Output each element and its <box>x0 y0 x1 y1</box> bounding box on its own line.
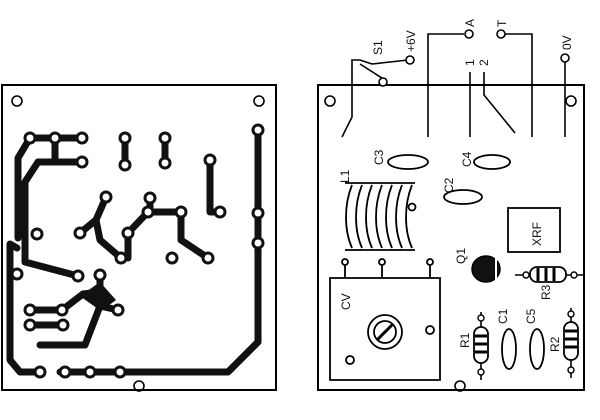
c1-label: C1 <box>496 308 510 324</box>
r1-label: R1 <box>458 332 472 348</box>
capacitor-c2 <box>443 189 483 205</box>
s1-label: S1 <box>371 40 385 55</box>
zero-v-label: 0V <box>560 35 574 50</box>
copper-pads <box>10 123 265 379</box>
inductor-l1 <box>345 182 417 251</box>
resistor-r1 <box>473 312 489 380</box>
coil-tap-2-label: 2 <box>477 59 491 66</box>
l1-label: L1 <box>338 169 352 183</box>
component-board-outline <box>317 84 585 391</box>
xrf-label: XRF <box>530 222 544 246</box>
terminal-a-label: A <box>463 19 477 27</box>
variable-capacitor-cv <box>329 258 441 381</box>
c5-label: C5 <box>524 308 538 324</box>
copper-pad-area <box>83 282 116 312</box>
c4-label: C4 <box>460 151 474 167</box>
terminal-t-label: T <box>495 19 509 27</box>
resistor-r2 <box>563 308 579 378</box>
capacitor-c1 <box>501 328 517 370</box>
c2-label: C2 <box>442 177 456 193</box>
terminal-points <box>378 29 570 87</box>
copper-mounting-holes <box>11 95 265 392</box>
component-side-board: S1 +6V A T 0V 1 2 C3 C4 C2 L1 <box>317 19 585 392</box>
cv-label: CV <box>339 293 353 310</box>
transistor-q1 <box>471 255 501 283</box>
q1-label: Q1 <box>454 248 468 264</box>
capacitor-c5 <box>529 328 545 370</box>
copper-side-board <box>1 84 277 392</box>
copper-board-outline <box>1 84 277 391</box>
crystal-xrf <box>507 207 561 253</box>
r2-label: R2 <box>548 336 562 352</box>
c3-label: C3 <box>372 149 386 165</box>
capacitor-c3 <box>387 154 429 170</box>
r3-label: R3 <box>539 284 553 300</box>
component-mounting-holes <box>324 95 577 392</box>
resistor-r3 <box>515 266 583 283</box>
terminal-wires <box>341 33 566 138</box>
capacitor-c4 <box>473 154 511 170</box>
plus6v-label: +6V <box>404 30 418 52</box>
coil-tap-1-label: 1 <box>463 59 477 66</box>
copper-tracks <box>6 126 262 376</box>
